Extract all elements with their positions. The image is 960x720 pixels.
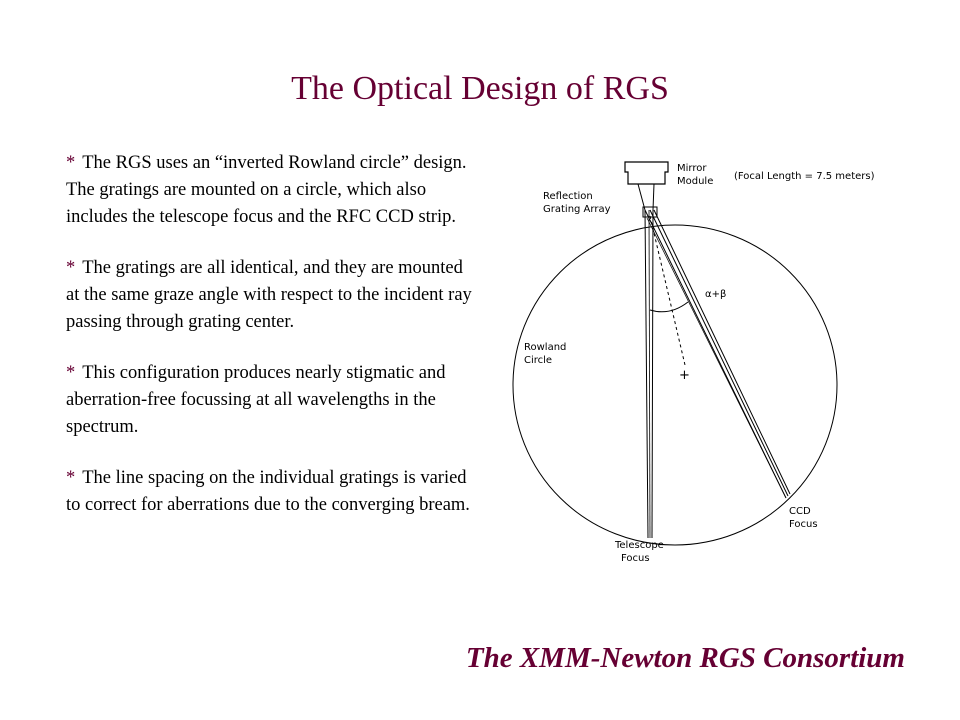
grating-label: Reflection — [543, 191, 593, 202]
ccd-focus-label: CCD — [789, 506, 811, 517]
dispersed-ray — [653, 209, 791, 495]
mirror-module-icon — [624, 161, 669, 185]
bullet-item: *The RGS uses an “inverted Rowland circl… — [66, 150, 478, 231]
slide-title: The Optical Design of RGS — [291, 70, 669, 107]
rowland-circle-diagram: + α+β Mirror Module (Focal Length = 7.5 … — [512, 161, 875, 564]
telescope-focus-label: Telescope — [614, 540, 664, 551]
consortium-footer: The XMM-Newton RGS Consortium — [465, 642, 905, 674]
bullet-item: *The gratings are all identical, and the… — [66, 255, 478, 336]
bullet-list: *The RGS uses an “inverted Rowland circl… — [66, 150, 478, 543]
bullet-text: This configuration produces nearly stigm… — [66, 363, 446, 437]
ccd-focus-label: Focus — [789, 519, 818, 530]
bullet-marker: * — [66, 363, 76, 383]
rowland-label: Rowland — [524, 342, 566, 353]
focal-length-label: (Focal Length = 7.5 meters) — [734, 171, 875, 182]
bullet-text: The RGS uses an “inverted Rowland circle… — [66, 153, 467, 227]
bullet-marker: * — [66, 153, 76, 173]
grating-label: Grating Array — [543, 204, 611, 215]
bullet-item: *The line spacing on the individual grat… — [66, 465, 478, 519]
bullet-item: *This configuration produces nearly stig… — [66, 360, 478, 441]
dispersed-ray — [646, 217, 787, 499]
dispersed-ray — [649, 209, 789, 497]
zero-order-ray — [651, 209, 654, 539]
bullet-text: The gratings are all identical, and they… — [66, 258, 472, 332]
mirror-label: Mirror — [677, 163, 707, 174]
telescope-focus-label: Focus — [621, 553, 650, 564]
zero-order-ray — [644, 209, 649, 539]
angle-label: α+β — [705, 289, 726, 300]
incident-ray — [637, 183, 646, 211]
angle-arc — [649, 301, 689, 313]
rowland-label: Circle — [524, 355, 552, 366]
mirror-label: Module — [677, 176, 713, 187]
zero-order-ray — [648, 209, 651, 539]
bullet-marker: * — [66, 258, 76, 278]
rowland-circle — [512, 224, 838, 546]
grating-normal — [649, 215, 686, 366]
circle-center-mark: + — [679, 368, 690, 383]
bullet-marker: * — [66, 468, 76, 488]
bullet-text: The line spacing on the individual grati… — [66, 468, 470, 515]
incident-ray — [652, 183, 655, 211]
